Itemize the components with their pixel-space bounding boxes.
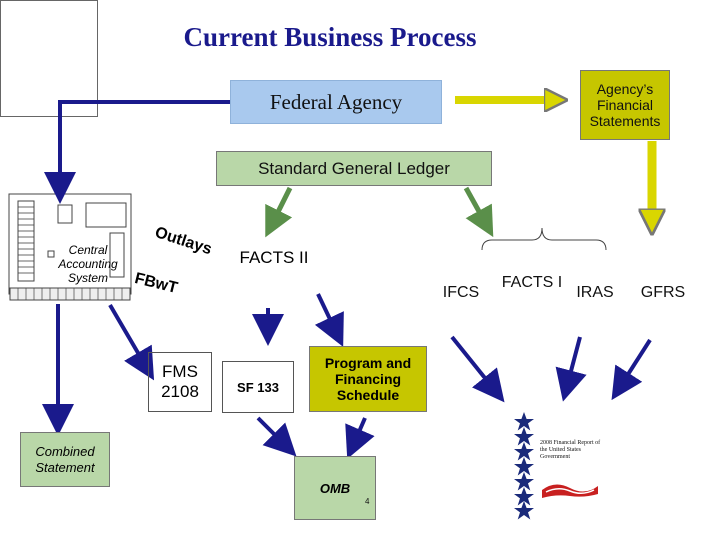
systems-brace xyxy=(481,227,607,251)
program-financing-schedule-box: Program and Financing Schedule xyxy=(309,346,427,412)
report-cover-title: 2008 Financial Report of the United Stat… xyxy=(540,440,601,461)
arrow-sf133-to-omb xyxy=(256,416,297,457)
fms-2108-box: FMS 2108 xyxy=(148,352,212,412)
federal-agency-box: Federal Agency xyxy=(230,80,442,124)
arrow-federal-to-cas xyxy=(44,100,230,204)
financial-report-cover xyxy=(0,0,98,117)
diagram-title: Current Business Process xyxy=(183,22,477,52)
system-gfrs: GFRS xyxy=(640,284,686,301)
facts-ii-box: FACTS II xyxy=(239,248,309,267)
arrow-sgl-to-facts2 xyxy=(265,186,293,238)
agency-financial-statements-box: Agency’s Financial Statements xyxy=(580,70,670,140)
stars-column-icon xyxy=(514,412,534,520)
arrow-sgl-to-systems xyxy=(463,186,494,238)
flag-icon xyxy=(542,484,598,498)
central-accounting-system-label: Central Accounting System xyxy=(58,243,118,285)
arrow-gfrs-to-report xyxy=(611,338,652,401)
combined-statement-box: Combined Statement xyxy=(20,432,110,487)
system-facts-i: FACTS I xyxy=(501,274,563,291)
computer-icon xyxy=(8,193,132,301)
arrow-iras-to-report xyxy=(555,336,587,402)
arrow-ifcs-to-report xyxy=(450,335,505,403)
standard-general-ledger-box: Standard General Ledger xyxy=(216,151,492,186)
system-iras: IRAS xyxy=(576,284,614,301)
page-number: 4 xyxy=(365,497,370,506)
system-ifcs: IFCS xyxy=(442,284,480,301)
arrow-facts2-to-pfs xyxy=(314,293,344,347)
omb-box: OMB xyxy=(294,456,376,520)
arrow-cas-to-fms xyxy=(108,303,155,381)
sf-133-box: SF 133 xyxy=(222,361,294,413)
arrow-pfs-to-omb xyxy=(345,417,375,460)
